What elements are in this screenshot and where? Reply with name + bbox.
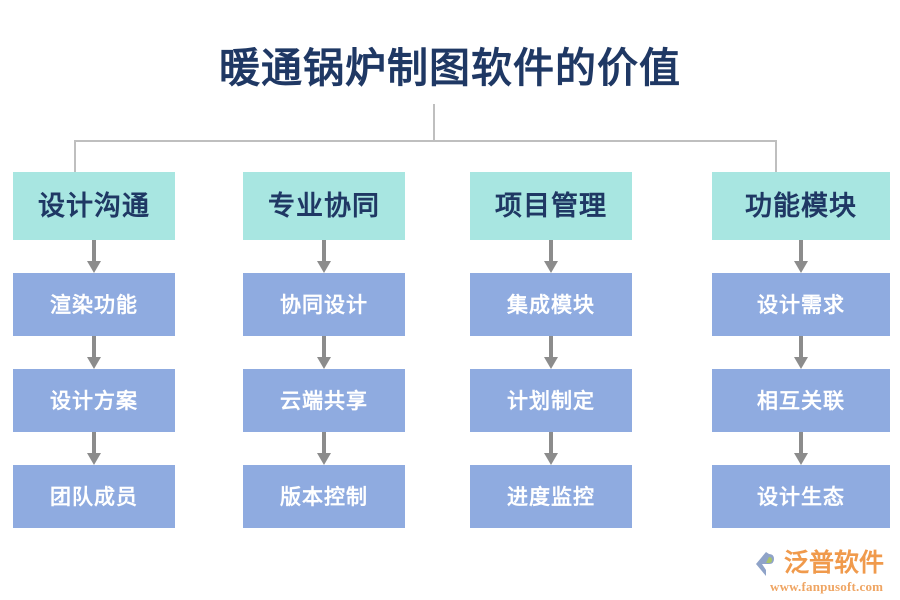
arrow-head bbox=[794, 261, 808, 273]
arrow-head bbox=[87, 453, 101, 465]
arrow-down bbox=[712, 336, 890, 369]
logo-name: 泛普软件 bbox=[784, 550, 885, 577]
connector-stem bbox=[433, 104, 435, 142]
node-box[interactable]: 计划制定 bbox=[470, 369, 632, 432]
arrow-shaft bbox=[549, 432, 553, 455]
arrow-down bbox=[712, 432, 890, 465]
node-label: 版本控制 bbox=[280, 484, 368, 509]
connector-drop-left bbox=[74, 140, 76, 173]
node-label: 相互关联 bbox=[757, 388, 845, 413]
node-label: 进度监控 bbox=[507, 484, 595, 509]
diagram-column-4: 功能模块 设计需求 相互关联 设计生态 bbox=[712, 172, 890, 528]
column-header-label: 项目管理 bbox=[495, 191, 607, 221]
node-box[interactable]: 设计方案 bbox=[13, 369, 175, 432]
column-header-label: 专业协同 bbox=[268, 191, 380, 221]
column-header-label: 功能模块 bbox=[745, 191, 857, 221]
node-box[interactable]: 渲染功能 bbox=[13, 273, 175, 336]
node-label: 集成模块 bbox=[507, 292, 595, 317]
connector-drop-right bbox=[775, 140, 777, 173]
node-label: 设计生态 bbox=[757, 484, 845, 509]
node-label: 团队成员 bbox=[50, 484, 138, 509]
arrow-shaft bbox=[799, 240, 803, 263]
node-box[interactable]: 版本控制 bbox=[243, 465, 405, 528]
column-header-1[interactable]: 设计沟通 bbox=[13, 172, 175, 240]
arrow-head bbox=[317, 357, 331, 369]
arrow-shaft bbox=[322, 336, 326, 359]
node-box[interactable]: 云端共享 bbox=[243, 369, 405, 432]
arrow-down bbox=[243, 240, 405, 273]
arrow-head bbox=[87, 357, 101, 369]
fanpu-swoosh-icon bbox=[752, 550, 782, 578]
connector-horizontal-bar bbox=[74, 140, 777, 142]
arrow-shaft bbox=[799, 432, 803, 455]
node-box[interactable]: 进度监控 bbox=[470, 465, 632, 528]
arrow-down bbox=[470, 336, 632, 369]
arrow-head bbox=[794, 357, 808, 369]
arrow-head bbox=[544, 453, 558, 465]
diagram-column-1: 设计沟通 渲染功能 设计方案 团队成员 bbox=[13, 172, 175, 528]
arrow-shaft bbox=[92, 240, 96, 263]
arrow-down bbox=[13, 240, 175, 273]
arrow-head bbox=[544, 357, 558, 369]
node-box[interactable]: 集成模块 bbox=[470, 273, 632, 336]
node-box[interactable]: 相互关联 bbox=[712, 369, 890, 432]
arrow-shaft bbox=[322, 432, 326, 455]
node-label: 云端共享 bbox=[280, 388, 368, 413]
logo-url: www.fanpusoft.com bbox=[770, 579, 884, 594]
arrow-shaft bbox=[549, 240, 553, 263]
column-header-4[interactable]: 功能模块 bbox=[712, 172, 890, 240]
arrow-down bbox=[243, 336, 405, 369]
arrow-down bbox=[13, 336, 175, 369]
arrow-shaft bbox=[92, 336, 96, 359]
node-box[interactable]: 协同设计 bbox=[243, 273, 405, 336]
arrow-head bbox=[317, 261, 331, 273]
node-label: 计划制定 bbox=[507, 388, 595, 413]
arrow-shaft bbox=[322, 240, 326, 263]
arrow-down bbox=[470, 432, 632, 465]
arrow-head bbox=[544, 261, 558, 273]
node-label: 设计方案 bbox=[50, 388, 138, 413]
node-label: 设计需求 bbox=[757, 292, 845, 317]
arrow-head bbox=[794, 453, 808, 465]
diagram-column-3: 项目管理 集成模块 计划制定 进度监控 bbox=[470, 172, 632, 528]
arrow-down bbox=[470, 240, 632, 273]
arrow-head bbox=[317, 453, 331, 465]
column-header-3[interactable]: 项目管理 bbox=[470, 172, 632, 240]
node-box[interactable]: 设计生态 bbox=[712, 465, 890, 528]
logo-row: 泛普软件 bbox=[752, 549, 895, 579]
column-header-label: 设计沟通 bbox=[38, 191, 150, 221]
arrow-down bbox=[243, 432, 405, 465]
arrow-shaft bbox=[799, 336, 803, 359]
diagram-column-2: 专业协同 协同设计 云端共享 版本控制 bbox=[243, 172, 405, 528]
page-title: 暖通锅炉制图软件的价值 bbox=[219, 45, 681, 91]
arrow-shaft bbox=[92, 432, 96, 455]
column-header-2[interactable]: 专业协同 bbox=[243, 172, 405, 240]
brand-logo[interactable]: 泛普软件 www.fanpusoft.com bbox=[752, 549, 895, 594]
node-label: 协同设计 bbox=[280, 292, 368, 317]
node-box[interactable]: 设计需求 bbox=[712, 273, 890, 336]
arrow-head bbox=[87, 261, 101, 273]
arrow-down bbox=[13, 432, 175, 465]
arrow-shaft bbox=[549, 336, 553, 359]
node-label: 渲染功能 bbox=[50, 292, 138, 317]
arrow-down bbox=[712, 240, 890, 273]
node-box[interactable]: 团队成员 bbox=[13, 465, 175, 528]
